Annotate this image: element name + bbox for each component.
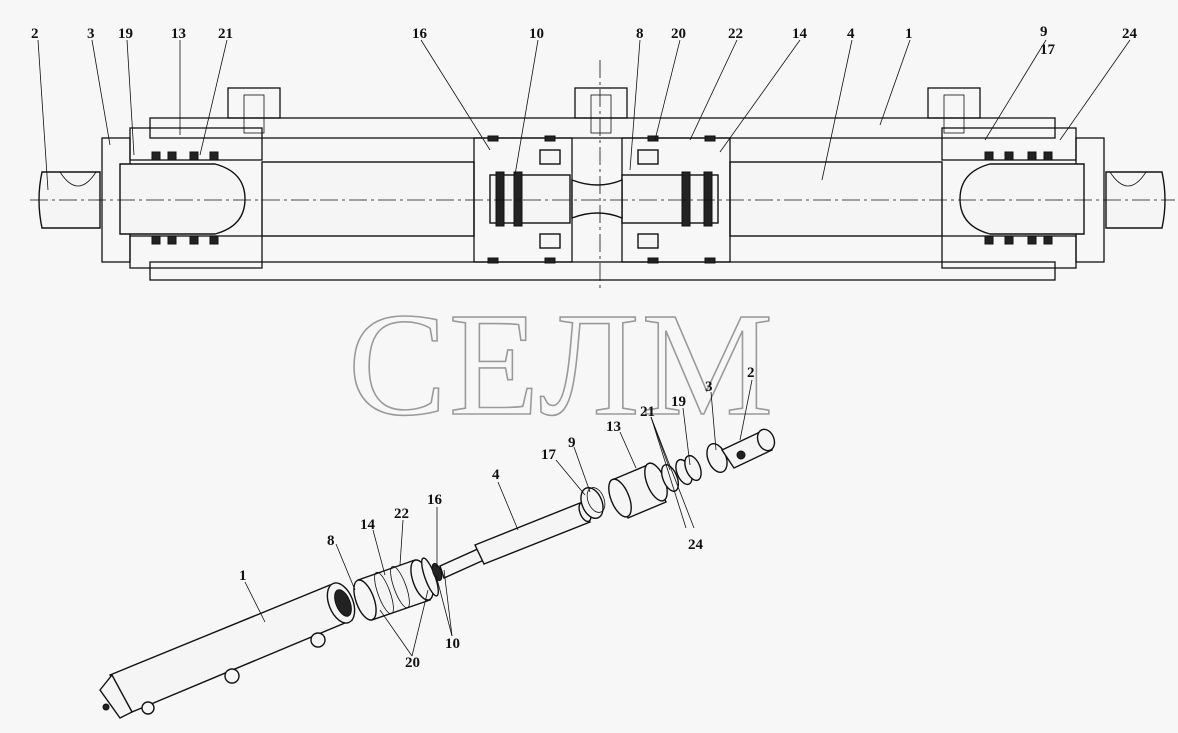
label-10: 10	[529, 26, 544, 42]
rod-right	[729, 161, 943, 237]
exp-label-2: 2	[747, 365, 755, 381]
label-17: 17	[1040, 42, 1056, 58]
port-right	[927, 87, 981, 119]
exp-label-17: 17	[541, 447, 557, 463]
piston-coupling	[571, 178, 623, 220]
label-21: 21	[218, 26, 233, 42]
section-labels: 2 3 19 13 21 16 10 8 20 22 14 4 1 9 17 2…	[31, 24, 1138, 58]
label-4: 4	[847, 26, 855, 42]
rod-end-right	[959, 163, 1085, 235]
label-20: 20	[671, 26, 686, 42]
label-13: 13	[171, 26, 186, 42]
exp-label-4: 4	[492, 467, 500, 483]
seals-right	[984, 151, 1053, 245]
exp-label-19: 19	[671, 394, 686, 410]
exp-label-9: 9	[568, 435, 576, 451]
exploded-leaders	[244, 379, 753, 657]
label-3: 3	[87, 26, 95, 42]
exp-label-20: 20	[405, 655, 420, 671]
exp-label-24: 24	[688, 537, 704, 553]
label-2: 2	[31, 26, 39, 42]
rod-left	[261, 161, 475, 237]
exp-label-10: 10	[445, 636, 460, 652]
exp-label-21: 21	[640, 404, 655, 420]
label-16: 16	[412, 26, 428, 42]
exp-label-13: 13	[606, 419, 621, 435]
label-1: 1	[905, 26, 913, 42]
watermark-text: СЕЛМ	[348, 283, 775, 447]
label-19: 19	[118, 26, 133, 42]
exp-label-14: 14	[360, 517, 376, 533]
piston-rod	[474, 502, 591, 565]
label-22: 22	[728, 26, 743, 42]
exp-label-8: 8	[327, 533, 335, 549]
ring-9	[580, 486, 604, 520]
exp-label-16: 16	[427, 492, 443, 508]
label-8: 8	[636, 26, 644, 42]
port-center	[574, 87, 628, 119]
rod-end-left	[119, 163, 246, 235]
port-left	[227, 87, 281, 119]
cylinder-body	[108, 584, 354, 713]
cylinder-wall-top	[149, 117, 1056, 139]
exp-label-22: 22	[394, 506, 409, 522]
exp-label-3: 3	[705, 379, 713, 395]
label-14: 14	[792, 26, 808, 42]
label-24: 24	[1122, 26, 1138, 42]
exploded-view	[99, 428, 776, 719]
seals-left	[151, 151, 219, 245]
section-leaders	[37, 39, 1131, 191]
cylinder-wall-bottom	[149, 261, 1056, 281]
label-9: 9	[1040, 24, 1048, 40]
exp-label-1: 1	[239, 568, 247, 584]
section-view	[30, 60, 1175, 290]
exploded-labels: 2 3 19 21 13 9 17 4 24 16 22 14 8 1 10 2…	[239, 365, 755, 671]
